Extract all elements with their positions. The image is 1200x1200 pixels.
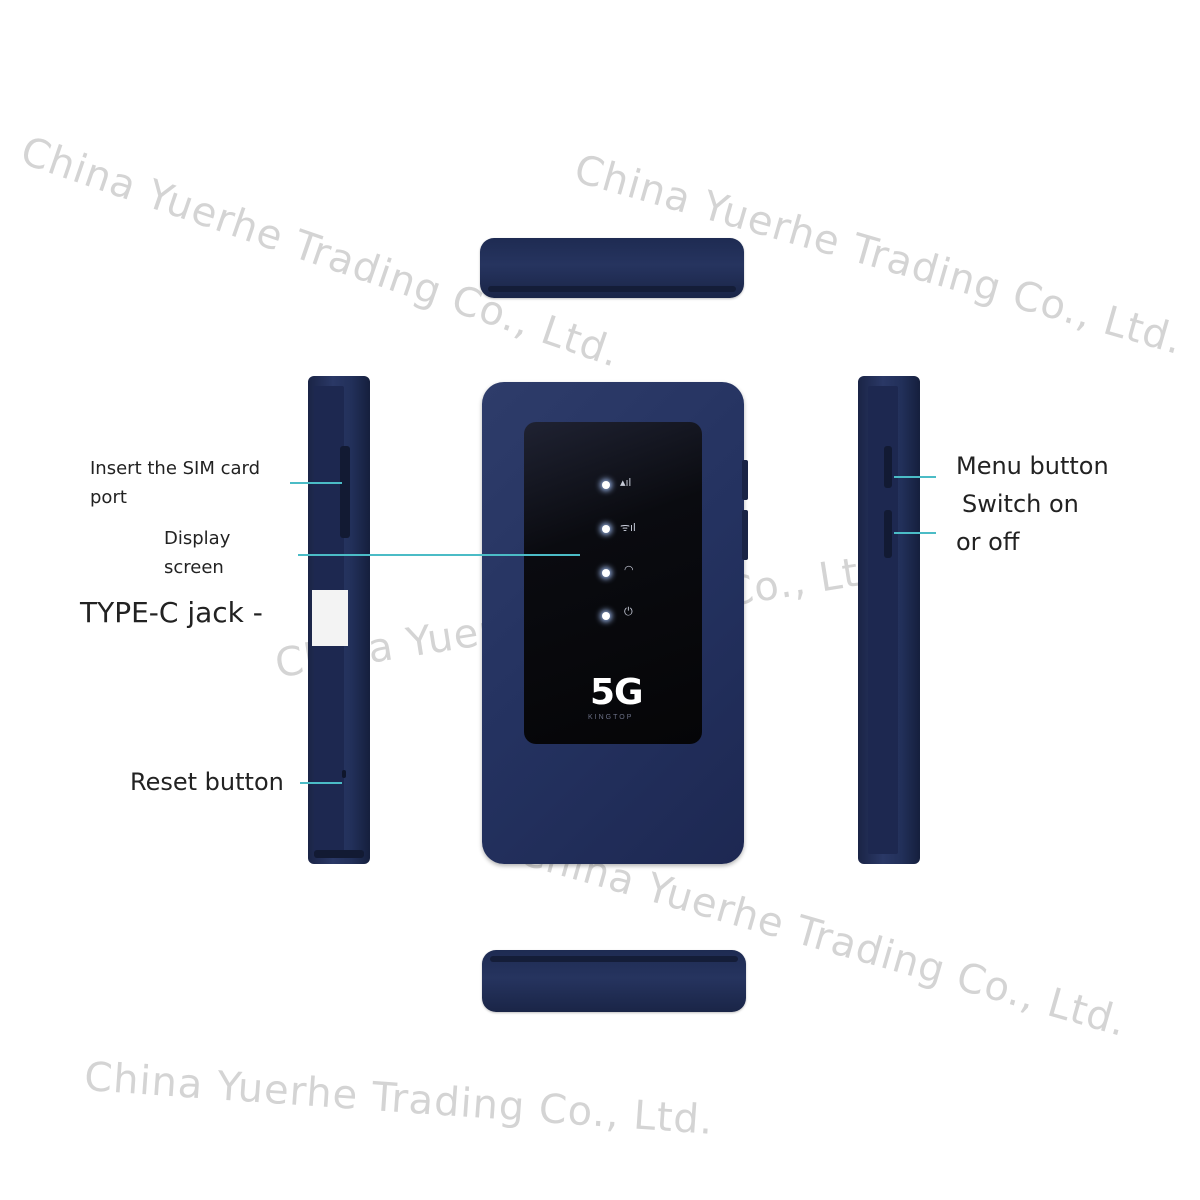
device-bottom-view bbox=[482, 950, 746, 1012]
device-right-side-view bbox=[858, 376, 920, 864]
reset-hole bbox=[342, 770, 346, 778]
display-screen: ▴ıl ᯤıl ◠ ⏻ 5G KINGTOP bbox=[524, 422, 702, 744]
leader-line-menu bbox=[894, 476, 936, 478]
label-switch-line2: or off bbox=[956, 528, 1020, 556]
device-front-view: ▴ıl ᯤıl ◠ ⏻ 5G KINGTOP bbox=[482, 382, 748, 864]
watermark-5: China Yuerhe Trading Co., Ltd. bbox=[82, 1054, 716, 1144]
indicator-led-3 bbox=[602, 569, 610, 577]
power-side-button bbox=[742, 510, 748, 560]
menu-button-slot bbox=[884, 446, 892, 488]
label-switch-line1: Switch on bbox=[962, 490, 1079, 518]
leader-line-reset bbox=[300, 782, 342, 784]
label-display-line1: Display bbox=[164, 528, 231, 549]
signal-icon: ▴ıl bbox=[620, 477, 632, 489]
type-c-plug bbox=[312, 590, 348, 646]
power-icon: ⏻ bbox=[624, 606, 633, 618]
sim-card-slot bbox=[340, 446, 350, 538]
5g-logo: 5G bbox=[590, 672, 644, 713]
indicator-led-1 bbox=[602, 481, 610, 489]
label-display-line2: screen bbox=[164, 557, 224, 578]
label-type-c: TYPE-C jack - bbox=[80, 596, 263, 629]
wifi-signal-icon: ᯤıl bbox=[620, 522, 636, 534]
indicator-led-4 bbox=[602, 612, 610, 620]
leader-line-display bbox=[298, 554, 580, 556]
power-button-slot bbox=[884, 510, 892, 558]
brand-text: KINGTOP bbox=[588, 714, 634, 721]
wifi-icon: ◠ bbox=[624, 564, 634, 576]
label-sim-port-line2: port bbox=[90, 487, 127, 508]
device-top-view bbox=[480, 238, 744, 298]
label-reset: Reset button bbox=[130, 768, 284, 796]
menu-side-button bbox=[742, 460, 748, 500]
indicator-led-2 bbox=[602, 525, 610, 533]
label-menu: Menu button bbox=[956, 452, 1109, 480]
leader-line-sim bbox=[290, 482, 342, 484]
label-sim-port-line1: Insert the SIM card bbox=[90, 458, 261, 479]
leader-line-switch bbox=[894, 532, 936, 534]
